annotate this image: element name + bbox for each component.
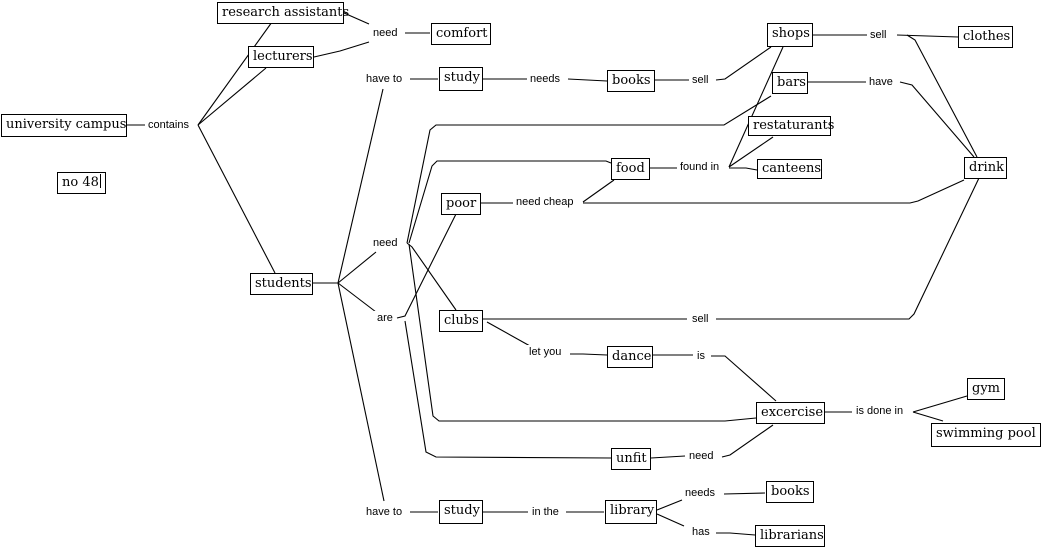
concept-lecturers[interactable]: lecturers	[248, 46, 314, 68]
concept-poor[interactable]: poor	[441, 193, 481, 215]
concept-research-assistants[interactable]: research assistants	[217, 2, 349, 24]
concept-study-library[interactable]: study	[439, 500, 483, 524]
edge	[408, 160, 612, 244]
concept-restaurants[interactable]: restaturants	[748, 116, 834, 136]
link-in-the[interactable]: in the	[529, 505, 562, 519]
concept-excercise[interactable]: excercise	[756, 402, 825, 424]
concept-library[interactable]: library	[605, 500, 657, 524]
edge	[313, 41, 370, 58]
edge	[912, 411, 944, 422]
edge	[715, 46, 772, 81]
concept-books[interactable]: books	[607, 70, 655, 92]
edge	[404, 320, 612, 459]
concept-bars[interactable]: bars	[772, 72, 808, 94]
edge	[337, 282, 377, 313]
edge	[899, 81, 975, 158]
link-have[interactable]: have	[866, 75, 896, 89]
edge	[656, 513, 685, 527]
concept-gym[interactable]: gym	[967, 378, 1005, 400]
edge	[583, 179, 965, 204]
edge	[896, 34, 959, 38]
link-needs-books[interactable]: needs	[527, 72, 563, 86]
concept-comfort[interactable]: comfort	[431, 23, 491, 45]
link-need-unfit[interactable]: need	[686, 449, 717, 463]
link-sell-books[interactable]: sell	[689, 73, 712, 87]
link-are[interactable]: are	[374, 311, 396, 325]
edge	[912, 395, 968, 413]
link-is-done-in[interactable]: is done in	[853, 404, 907, 418]
link-needs-library[interactable]: needs	[682, 486, 718, 500]
edge	[721, 424, 774, 458]
edge	[197, 67, 267, 126]
link-contains[interactable]: contains	[145, 118, 192, 132]
link-is[interactable]: is	[694, 349, 708, 363]
edge	[337, 251, 377, 284]
edge	[197, 124, 276, 274]
link-let-you[interactable]: let you	[526, 345, 565, 359]
concept-swimming-pool[interactable]: swimming pool	[931, 423, 1041, 447]
edge	[567, 78, 608, 82]
edge	[650, 455, 686, 459]
edge	[582, 179, 615, 203]
link-sell-clothes[interactable]: sell	[867, 28, 890, 42]
link-found-in[interactable]: found in	[677, 160, 723, 174]
edge	[406, 95, 772, 244]
concept-canteens[interactable]: canteens	[757, 159, 822, 179]
edge	[716, 532, 756, 536]
edge	[716, 177, 980, 320]
edge	[656, 499, 683, 511]
concept-clubs[interactable]: clubs	[439, 310, 483, 332]
concept-drink[interactable]: drink	[964, 157, 1007, 179]
edge	[197, 21, 273, 126]
link-need-students[interactable]: need	[370, 236, 401, 250]
link-sell-clubs[interactable]: sell	[689, 312, 712, 326]
concept-students[interactable]: students	[250, 273, 313, 295]
concept-unfit[interactable]: unfit	[611, 448, 651, 470]
edge	[486, 321, 531, 347]
concept-study[interactable]: study	[439, 67, 483, 91]
edge	[396, 213, 457, 319]
link-have-to-study[interactable]: have to	[363, 72, 406, 86]
edge	[408, 243, 757, 422]
concept-books-library[interactable]: books	[766, 481, 814, 503]
concept-clothes[interactable]: clothes	[958, 26, 1013, 48]
edge	[906, 34, 978, 158]
concept-shops[interactable]: shops	[767, 23, 813, 47]
edge	[406, 242, 457, 311]
link-has[interactable]: has	[689, 525, 713, 539]
edge	[711, 355, 777, 402]
link-need-cheap[interactable]: need cheap	[513, 195, 577, 209]
concept-librarians[interactable]: librarians	[755, 525, 825, 547]
concept-dance[interactable]: dance	[607, 346, 653, 368]
link-need-comfort[interactable]: need	[370, 26, 401, 40]
edge	[337, 282, 385, 502]
edge	[728, 46, 784, 168]
edge	[343, 12, 370, 25]
edge	[729, 167, 758, 171]
edge	[723, 492, 766, 495]
edge	[728, 136, 774, 168]
concept-university-campus[interactable]: university campus	[1, 114, 127, 137]
edge	[570, 353, 608, 356]
concept-food[interactable]: food	[611, 158, 650, 180]
edge	[337, 88, 384, 284]
concept-no-48[interactable]: no 48	[57, 172, 106, 194]
link-have-to-library[interactable]: have to	[363, 505, 406, 519]
